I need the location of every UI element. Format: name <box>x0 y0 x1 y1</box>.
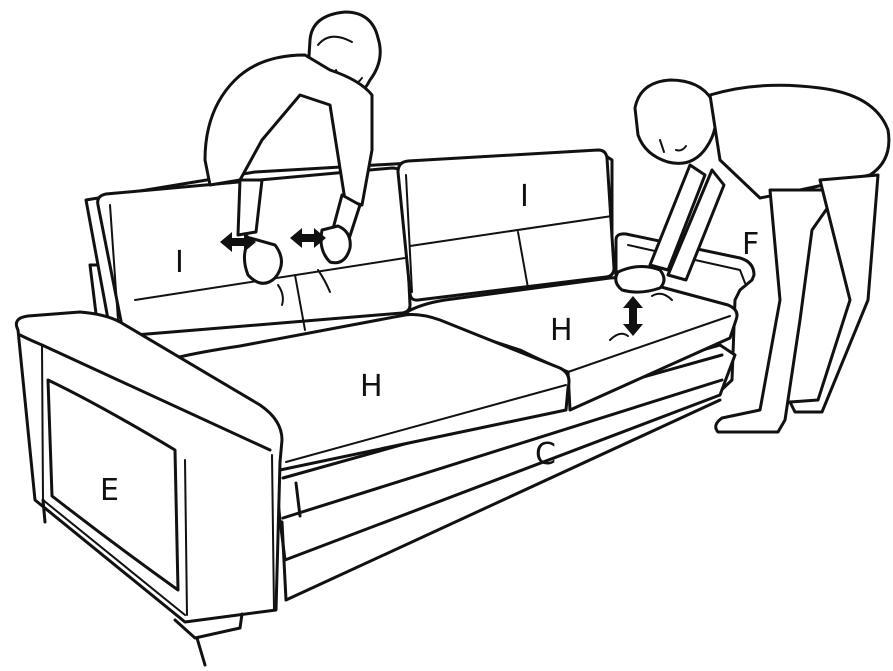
label-armrest-right: F <box>742 227 759 262</box>
label-seat-right: H <box>550 313 573 348</box>
label-base-front: C <box>535 437 556 472</box>
label-backrest-left: I <box>175 245 184 280</box>
label-backrest-right: I <box>520 179 529 214</box>
backrest-cushion-right <box>398 150 614 300</box>
label-seat-left: H <box>360 369 383 404</box>
label-armrest-left: E <box>100 473 119 508</box>
